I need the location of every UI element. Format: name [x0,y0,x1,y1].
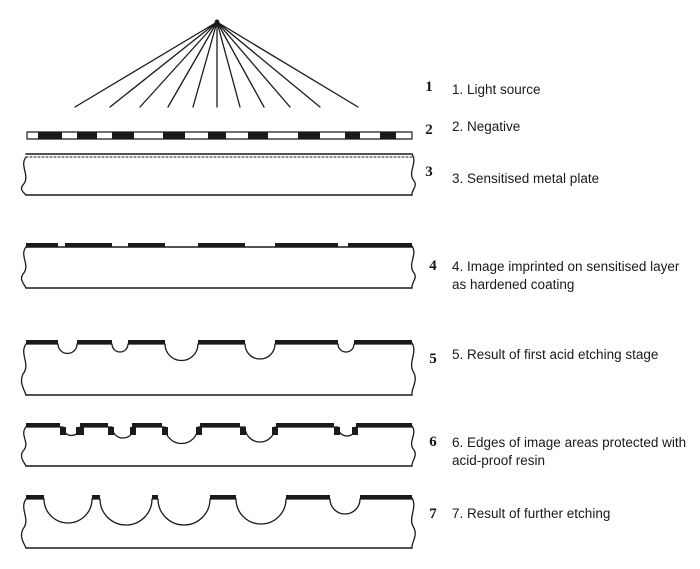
caption-resin-protection-line1: 6. Edges of image areas protected with [452,435,687,450]
caption-resin-protection: 6. Edges of image areas protected with a… [452,434,686,470]
caption-light-source: 1. Light source [452,82,541,97]
coating-4-6 [348,243,412,247]
caption-negative: 2. Negative [452,119,521,134]
coating-areas-7 [26,495,412,499]
caption-image-imprinted-line2: as hardened coating [452,277,575,292]
coating-4-4 [198,243,245,247]
coating-areas-5 [26,340,412,344]
coating-6-5 [276,423,334,427]
resin-edge-6-10 [352,427,358,435]
sensitised-metal-plate [20,153,416,196]
caption-resin-protection-line2: acid-proof resin [452,453,546,468]
step-number-1: 1 [425,79,433,95]
negative-mark-3 [112,132,134,139]
resin-edge-6-7 [240,427,246,435]
caption-sensitised-plate: 3. Sensitised metal plate [452,171,600,186]
hardened-coating-areas [26,243,412,247]
step-number-4: 4 [429,258,437,274]
coating-6-2 [80,423,108,427]
step-number-3: 3 [425,164,433,180]
light-ray-5 [192,21,218,108]
coating-5-5 [275,340,338,344]
coating-6-4 [200,423,240,427]
plate-further-etching [20,495,416,549]
resin-edge-6-6 [196,427,202,435]
etched-surface-7 [25,498,413,526]
coating-7-1 [26,495,44,499]
plate-with-hardened-coating [20,243,416,289]
negative-mark-2 [77,132,97,139]
coating-6-6 [356,423,412,427]
coating-4-1 [26,243,58,247]
coating-7-5 [286,495,330,499]
light-ray-7 [216,21,241,108]
plate-6-left-break [20,426,27,467]
etched-surface-5 [25,343,413,362]
resin-edge-6-8 [272,427,278,435]
coating-4-2 [65,243,112,247]
negative-mark-5 [208,132,226,139]
coating-and-resin-areas-6 [26,423,412,435]
step-number-5: 5 [429,351,437,367]
coating-5-3 [128,340,165,344]
light-ray-11 [216,21,359,108]
coating-7-4 [210,495,236,499]
plate-7-left-break [20,498,27,549]
negative-mark-6 [248,132,268,139]
light-ray-8 [216,21,265,108]
plate-4-left-break [20,246,27,289]
plate-5-right-break [410,342,416,396]
light-ray-4 [167,21,218,108]
light-ray-3 [139,21,218,108]
light-rays [74,21,359,108]
plate-first-etching [20,340,416,396]
resin-edge-6-9 [334,427,340,435]
coating-7-2 [92,495,100,499]
step-number-6: 6 [429,434,437,450]
negative-mark-4 [163,132,185,139]
plate-3-right-break [410,153,416,196]
coating-7-3 [152,495,158,499]
light-ray-9 [216,21,291,108]
step-number-7: 7 [429,506,437,522]
caption-image-imprinted: 4. Image imprinted on sensitised layer a… [452,258,679,294]
plate-5-left-break [20,343,27,396]
plate-4-right-break [410,245,416,289]
caption-first-etching: 5. Result of first acid etching stage [452,347,659,362]
coating-5-1 [26,340,58,344]
resin-edge-6-1 [60,427,66,435]
negative-film [26,131,413,140]
negative-opaque-areas [38,132,396,139]
resin-edge-6-3 [108,427,114,435]
caption-further-etching: 7. Result of further etching [452,506,611,521]
plate-7-right-break [410,497,416,549]
coating-4-5 [275,243,338,247]
light-source [74,19,359,108]
plate-resin-protected [20,423,416,467]
coating-6-1 [26,423,60,427]
light-ray-1 [74,21,218,108]
negative-mark-7 [298,132,320,139]
plate-3-left-break [20,156,27,196]
coating-5-6 [354,340,412,344]
plate-6-right-break [410,425,416,467]
resin-edge-6-2 [76,427,84,435]
light-ray-2 [109,21,218,108]
negative-mark-9 [380,132,396,139]
light-ray-10 [216,21,321,108]
coating-7-6 [360,495,412,499]
resin-edge-6-4 [130,427,136,435]
coating-6-3 [132,423,162,427]
coating-5-4 [198,340,245,344]
resin-edge-6-5 [162,427,168,435]
negative-mark-8 [345,132,360,139]
negative-mark-1 [38,132,62,139]
coating-5-2 [77,340,112,344]
caption-image-imprinted-line1: 4. Image imprinted on sensitised layer [452,259,680,274]
coating-4-3 [128,243,165,247]
step-number-2: 2 [425,122,433,138]
